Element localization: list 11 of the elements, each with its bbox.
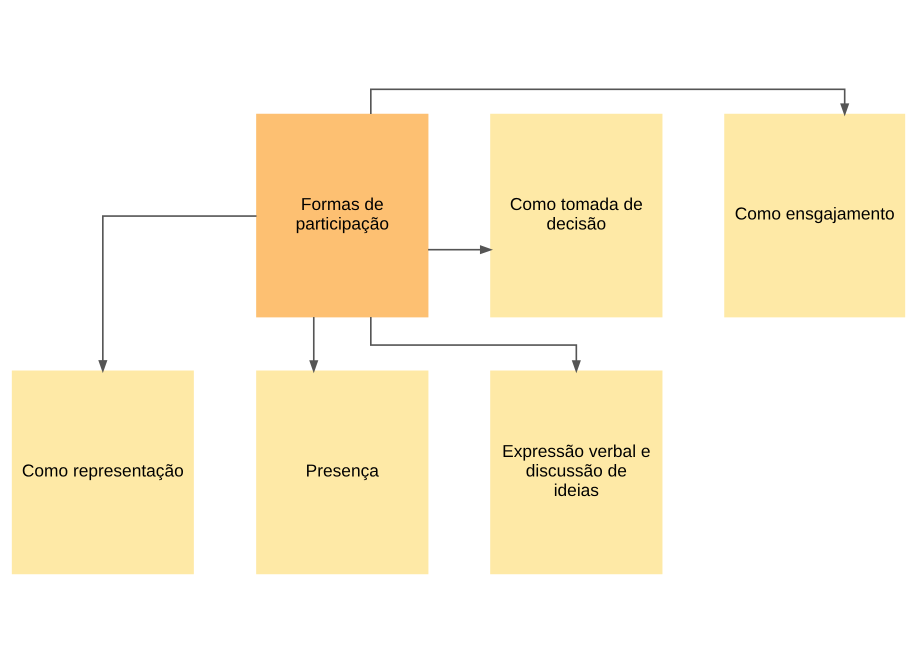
node-box: Como representação [12, 370, 194, 574]
node-box: Presença [256, 370, 428, 574]
node-box: Como tomada de decisão [490, 113, 662, 317]
arrow [428, 244, 493, 254]
node-box: Expressão verbal e discussão de ideias [490, 370, 662, 574]
node-box: Como ensgajamento [724, 113, 906, 317]
arrow [309, 316, 318, 373]
node-box: Formas de participação [256, 113, 428, 317]
arrow [370, 88, 850, 116]
arrow [98, 214, 257, 373]
arrow [370, 316, 581, 373]
